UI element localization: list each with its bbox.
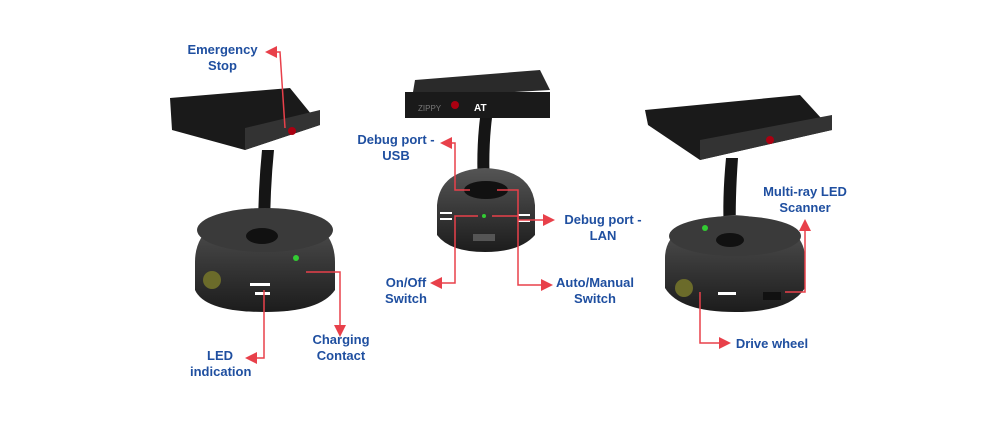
callout-arrows [245,46,811,364]
arrow-emergency-stop [265,46,286,129]
label-line: Switch [385,291,427,306]
label-line: LAN [589,228,617,243]
arrow-lan [497,189,555,226]
arrow-auto-manual [492,215,553,291]
label-line: Emergency [187,42,258,57]
label-line: LED [207,348,233,363]
robot-left [170,88,335,312]
label-line: On/Off [385,275,427,290]
label-line: Multi-ray LED [763,184,847,199]
label-line: indication [190,364,252,379]
arrow-scanner [785,219,811,293]
robot-right [645,95,832,312]
arrow-charging [306,271,346,337]
label-line: Debug port - [564,212,642,227]
label-line: Scanner [779,200,831,215]
label-line: Contact [316,348,366,363]
label-line: Drive wheel [735,336,809,351]
logo-at: AT [474,103,487,114]
label-debug-usb: Debug port -USB [350,132,442,164]
label-line: Switch [574,291,616,306]
arrow-usb [440,137,470,191]
label-line: USB [382,148,410,163]
label-debug-lan: Debug port -LAN [557,212,649,244]
arrow-led [245,290,265,364]
label-line: Auto/Manual [556,275,634,290]
label-drive-wheel: Drive wheel [732,336,812,352]
logo-zippy: ZIPPY [418,104,442,113]
label-line: Charging [312,332,370,347]
robot-middle: ZIPPY AT [405,70,550,252]
arrow-drive-wheel [699,292,731,349]
arrow-onoff [430,215,478,289]
label-line: Debug port - [357,132,435,147]
label-line: Stop [208,58,237,73]
